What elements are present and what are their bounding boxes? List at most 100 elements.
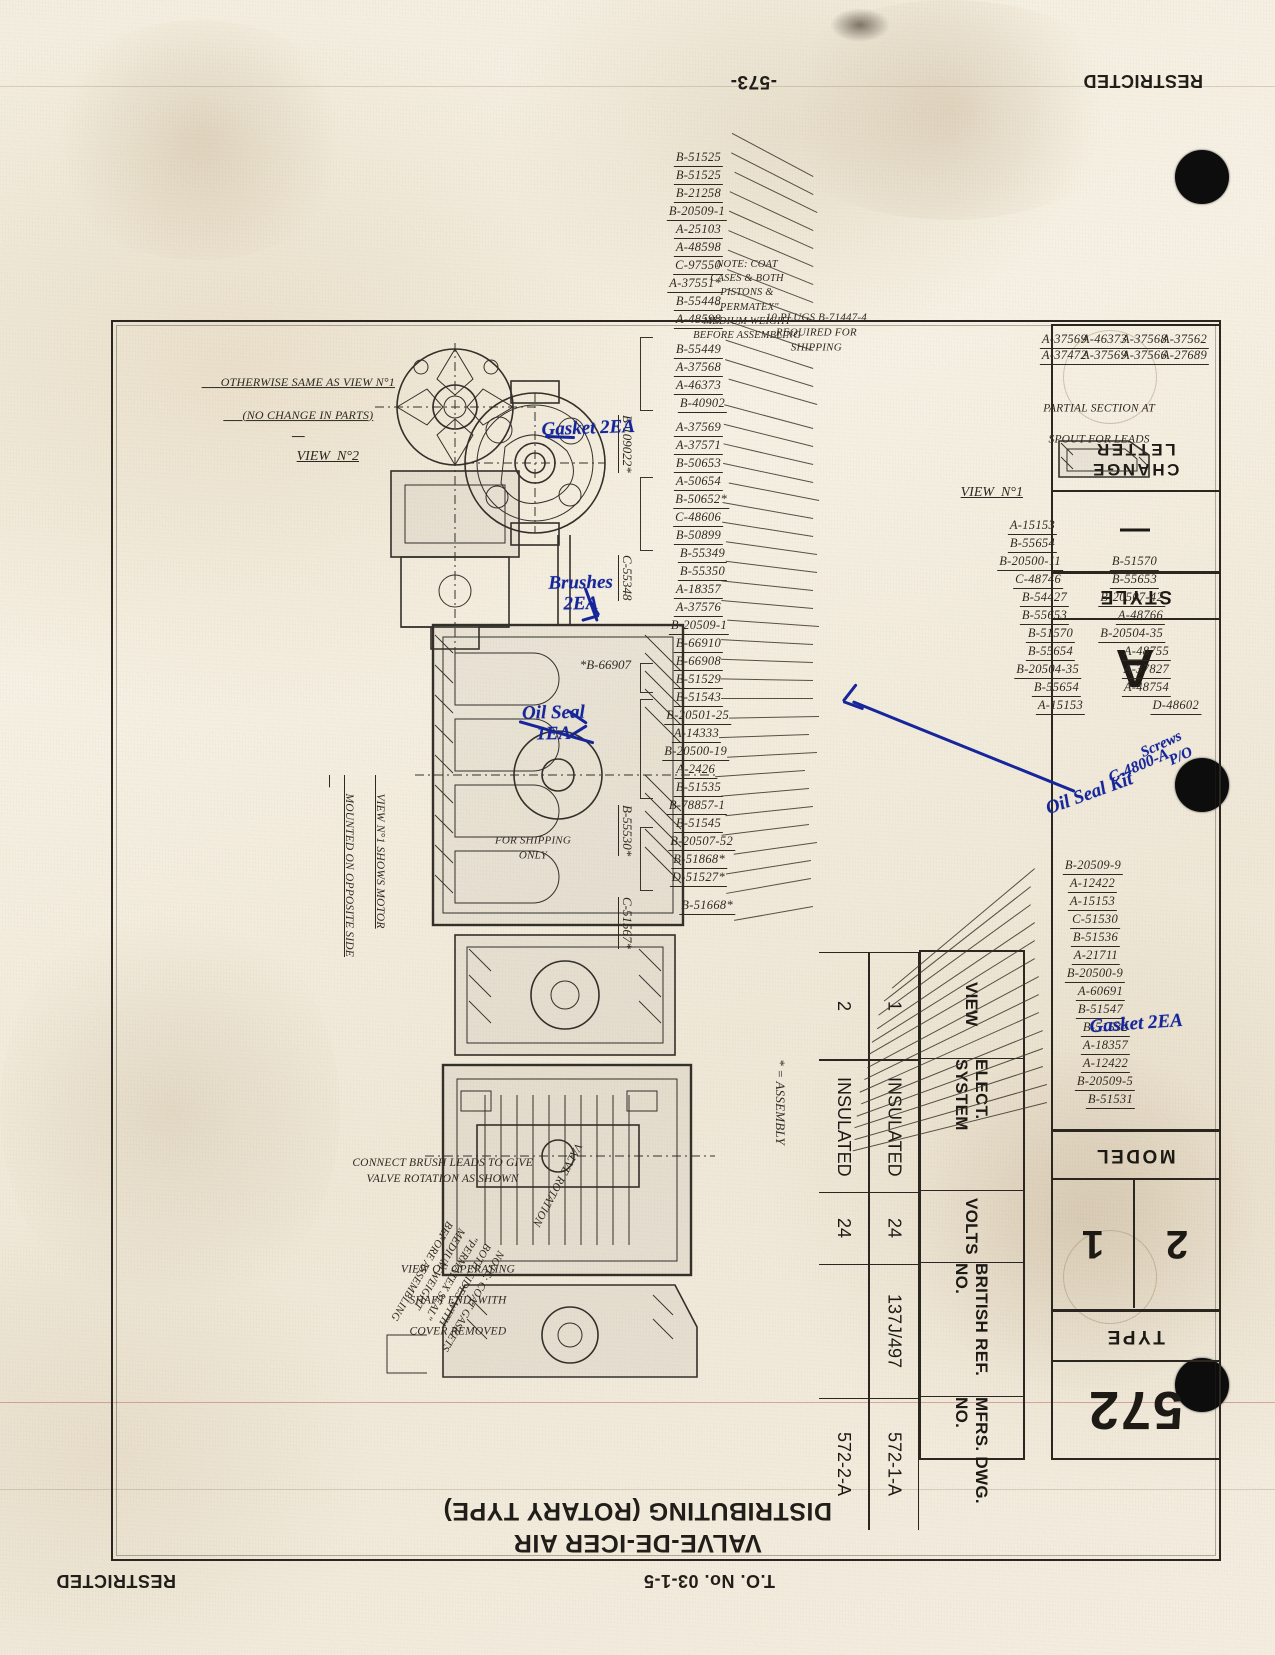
part-number: B-51529 (673, 672, 723, 689)
part-number: B-20509-9 (1062, 858, 1123, 875)
part-number: A-48755 (1121, 644, 1171, 661)
part-number: A-15153 (1007, 518, 1057, 535)
part-number: B-20509-5 (1074, 1074, 1135, 1091)
bracket-c55348 (640, 477, 653, 551)
part-number: B-51668* (679, 898, 735, 915)
part-number: B-20507-42 (1098, 590, 1165, 607)
motor-mount-note: VIEW N°1 SHOWS MOTOR MOUNTED ON OPPOSITE… (325, 775, 403, 957)
part-number: A-12422 (1067, 876, 1117, 893)
bracket-label: B-55530* (618, 805, 635, 857)
part-number: B-54427 (1019, 590, 1069, 607)
part-number: D-48602 (1150, 698, 1201, 715)
title-model-value-2: 2 (1165, 1222, 1189, 1267)
part-number: A-37827 (1121, 662, 1171, 679)
view2-note: OTHERWISE SAME AS VIEW N°1 (NO CHANGE IN… (202, 358, 395, 439)
part-number: B-20500-9 (1064, 966, 1125, 983)
footer-page-number: -573- (730, 71, 777, 92)
bracket-b109022 (640, 337, 653, 411)
handwriting-gasket-2ea-lower: Gasket 2EA (503, 397, 636, 461)
part-number: A-37551* (667, 276, 723, 293)
view2-note-line1: OTHERWISE SAME AS VIEW N°1 (220, 375, 395, 390)
part-number: B-55653 (1109, 572, 1159, 589)
motor-note-line1: VIEW N°1 SHOWS MOTOR (374, 793, 387, 929)
bracket-label: C-51567* (618, 897, 635, 949)
part-number: A-18357 (1080, 1038, 1130, 1055)
part-number: B-51570 (1109, 554, 1159, 571)
title-type-value: 572 (1086, 1380, 1184, 1440)
part-number: B-55653 (1019, 608, 1069, 625)
part-number: B-55654 (1025, 644, 1075, 661)
part-number: B-78857-1 (666, 798, 727, 815)
part-number: A-15153 (1035, 698, 1085, 715)
bracket-b55530 (640, 699, 653, 799)
header-to-number: T.O. No. 03-1-5 (643, 1571, 775, 1591)
sectional-assembly-drawing (315, 335, 975, 1455)
bracket-label: C-55348 (618, 555, 635, 601)
view2-note-line2: (NO CHANGE IN PARTS) (242, 407, 374, 422)
bracket-label: *B-66907 (579, 657, 631, 672)
part-number: B-50653 (673, 456, 723, 473)
part-number: A-37568 (673, 360, 723, 377)
part-number: C-48606 (673, 510, 723, 527)
part-number: B-55350 (677, 564, 727, 581)
part-number: B-20500-11 (997, 554, 1063, 571)
title-type-label: TYPE (1105, 1326, 1165, 1347)
part-number: B-20500-19 (662, 744, 729, 761)
shipping-only-note: FOR SHIPPING ONLY (494, 834, 571, 862)
part-number: B-51525 (673, 168, 723, 185)
part-number: A-18357 (673, 582, 723, 599)
part-number: A-21711 (1071, 948, 1120, 965)
view2-end-elevation (335, 335, 575, 695)
part-number: A-50654 (673, 474, 723, 491)
partial-section-spout (1047, 405, 1177, 495)
part-number: A-37569 (673, 420, 723, 437)
part-number: B-51545 (673, 816, 723, 833)
part-number: B-20504-35 (1098, 626, 1165, 643)
part-number: A-48598 (673, 240, 723, 257)
part-number: B-20507-52 (668, 834, 735, 851)
part-number: B-55349 (677, 546, 727, 563)
view1-label: VIEW N°1 (960, 485, 1023, 500)
part-number: A-2426 (674, 762, 717, 779)
part-number: B-66908 (673, 654, 723, 671)
part-number: A-37569 (1039, 332, 1089, 349)
part-number: B-21258 (673, 186, 723, 203)
partial-section-line2: SPOUT FOR LEADS (1048, 432, 1150, 445)
view2-label: VIEW N°2 (296, 449, 359, 464)
part-number: B-51531 (1085, 1092, 1135, 1109)
part-number: B-51570 (1025, 626, 1075, 643)
partial-section-note: PARTIAL SECTION AT SPOUT FOR LEADS (1025, 385, 1155, 463)
part-number: A-37576 (673, 600, 723, 617)
part-number: A-12422 (1080, 1056, 1130, 1073)
part-number: A-48598 (673, 312, 723, 329)
paper-crease (0, 86, 1275, 87)
part-number: B-51543 (673, 690, 723, 707)
bracket-b66907 (640, 663, 653, 693)
part-number: A-37472 (1039, 348, 1089, 365)
part-number: A-14333 (671, 726, 721, 743)
part-number: B-20509-1 (666, 204, 727, 221)
part-number: B-55654 (1007, 536, 1057, 553)
brush-lead-note: CONNECT BRUSH LEADS TO GIVE VALVE ROTATI… (352, 1156, 533, 1185)
part-number: D-51527* (669, 870, 727, 887)
part-number: A-15153 (1067, 894, 1117, 911)
part-number: C-97550 (673, 258, 723, 275)
title-model-value-1: 1 (1081, 1222, 1105, 1267)
header-restricted-top: RESTRICTED (56, 1571, 177, 1591)
part-number: A-48766 (1115, 608, 1165, 625)
part-number: B-20504-35 (1014, 662, 1081, 679)
part-number: B-51535 (673, 780, 723, 797)
part-number: A-60691 (1075, 984, 1125, 1001)
part-number: B-50652* (673, 492, 729, 509)
motor-note-line2: MOUNTED ON OPPOSITE SIDE (343, 793, 356, 958)
bracket-c51567 (640, 827, 653, 891)
part-number: B-66910 (673, 636, 723, 653)
footer-restricted: RESTRICTED (1082, 71, 1203, 91)
partial-section-line1: PARTIAL SECTION AT (1043, 401, 1155, 414)
part-number: A-25103 (673, 222, 723, 239)
handwriting-brushes-2ea: Brushes 2EA (548, 571, 613, 615)
part-number: B-50899 (673, 528, 723, 545)
part-number: C-48746 (1013, 572, 1063, 589)
